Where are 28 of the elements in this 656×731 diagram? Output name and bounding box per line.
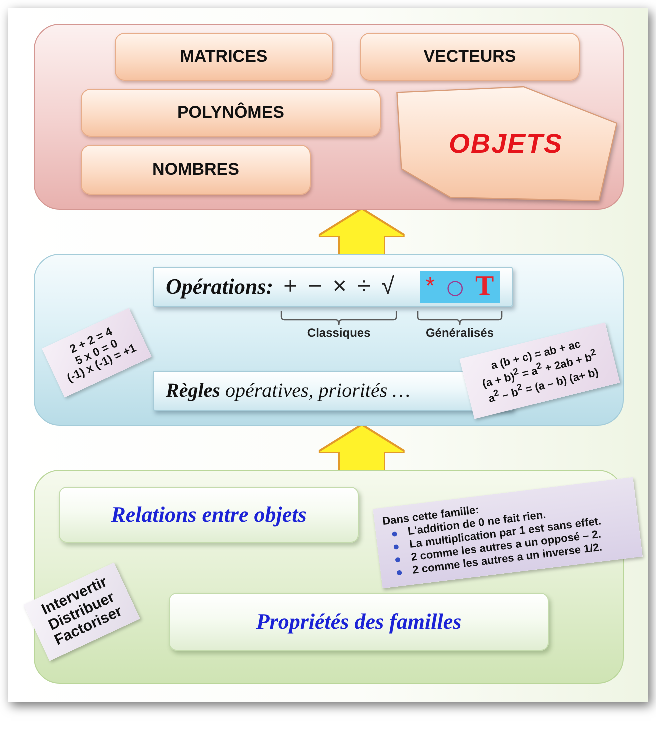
- bar-title: Règles opératives, priorités …: [166, 380, 410, 402]
- property-label: Propriétés des familles: [256, 609, 462, 635]
- rounded-panel: [34, 24, 624, 210]
- category-label: VECTEURS: [424, 47, 516, 67]
- property-box: [169, 593, 549, 651]
- category-box: [81, 145, 311, 195]
- highlight-box: [420, 271, 500, 303]
- category-label: MATRICES: [180, 47, 268, 67]
- bar-title: Opérations:: [166, 274, 274, 300]
- operator-symbols: + − × ÷ √: [284, 273, 395, 301]
- block-arrow: [320, 210, 404, 254]
- category-label: POLYNÔMES: [177, 103, 285, 123]
- category-box: [360, 33, 580, 81]
- operator-symbol: T: [476, 271, 494, 303]
- property-box: [59, 487, 359, 543]
- operator-symbol: *: [426, 273, 436, 301]
- objects-title: OBJETS: [448, 128, 564, 160]
- category-box: [115, 33, 333, 81]
- operator-symbol: ○: [446, 275, 464, 299]
- category-label: NOMBRES: [152, 160, 240, 180]
- pentagon-shape: [395, 87, 617, 201]
- rounded-panel: [34, 254, 624, 426]
- brace-label: Classiques: [307, 326, 371, 340]
- label-bar: [153, 267, 513, 307]
- block-arrow: [320, 426, 404, 470]
- property-label: Relations entre objets: [111, 502, 307, 528]
- category-box: [81, 89, 381, 137]
- brace-label: Généralisés: [426, 326, 494, 340]
